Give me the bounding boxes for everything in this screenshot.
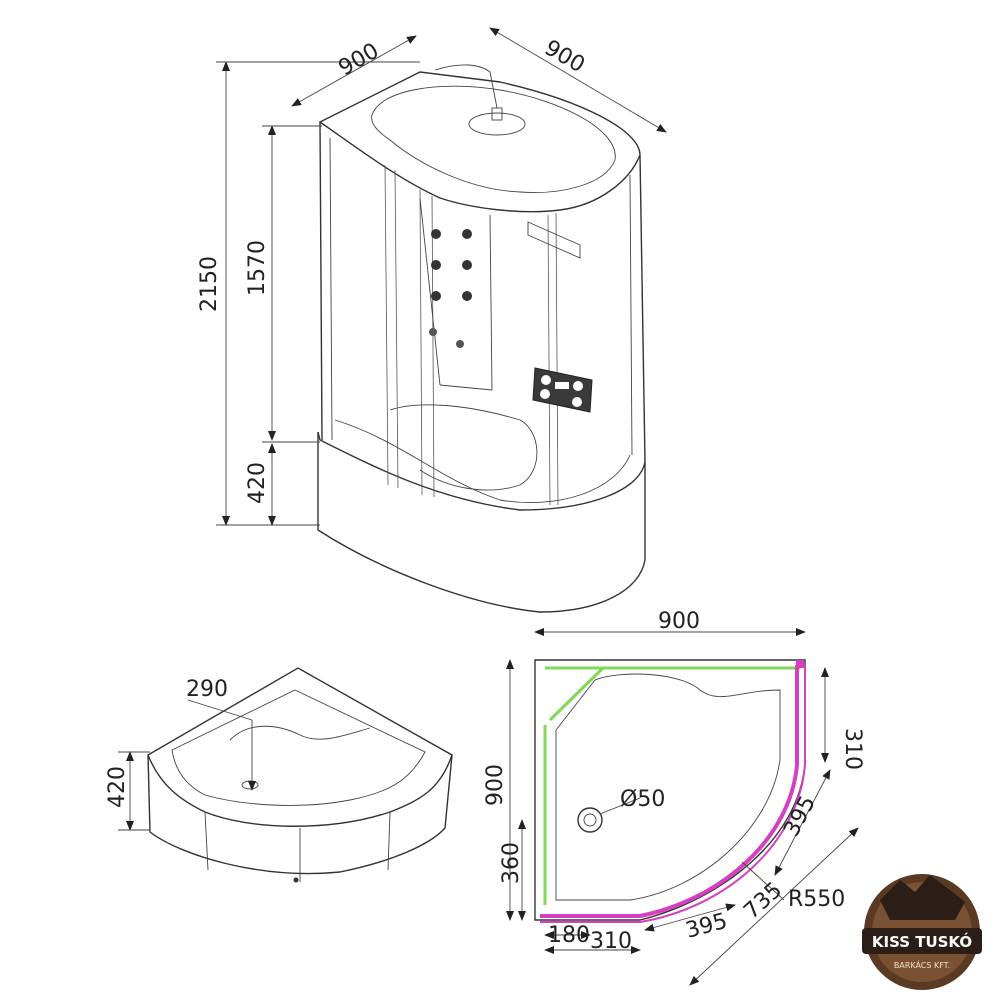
tray-foot (293, 877, 299, 883)
dim-line-width-right (489, 27, 667, 133)
logo: KISS TUSKÓ BARKÁCS KFT. (862, 874, 982, 990)
back-wall-panel (419, 197, 493, 391)
logo-banner (862, 928, 982, 954)
cabin-frame-right-inner (629, 174, 633, 456)
control-panel (532, 367, 593, 413)
label-height-tray: 420 (245, 462, 270, 504)
cabin-bottom-rail (334, 419, 631, 503)
logo-name: KISS TUSKÓ (872, 932, 972, 951)
cabin-seat (389, 404, 538, 491)
cabin-view: 900 900 2150 1570 420 (197, 27, 667, 613)
corner-marker (796, 660, 804, 668)
logo-tools-icon (880, 875, 965, 920)
glass-door-right (547, 212, 559, 506)
label-bottom-right: 310 (590, 929, 632, 954)
glass-panel-center (419, 189, 435, 498)
label-side-right: 310 (840, 728, 865, 770)
label-drain-bottom: 360 (499, 842, 524, 884)
tray-drain (241, 780, 259, 790)
label-tray-depth: 290 (186, 677, 228, 702)
cabin-frame-left-inner (329, 137, 333, 441)
plan-drain-inner (583, 813, 597, 827)
label-radius: R550 (788, 887, 845, 912)
shower-head-joint (491, 107, 503, 121)
magenta-outline (540, 665, 799, 918)
shower-head (468, 112, 526, 136)
cabin-roof (318, 71, 641, 213)
label-drain: Ø50 (620, 787, 665, 812)
leader-tray-depth (187, 699, 253, 721)
label-width-left: 900 (335, 39, 384, 82)
tray-panel-lines (204, 811, 391, 882)
tray-body (147, 754, 453, 875)
label-arc-chord: 735 (739, 878, 787, 925)
label-plan-width: 900 (658, 609, 700, 634)
glass-panel-left (384, 164, 399, 489)
label-drain-left: 180 (548, 923, 590, 948)
plan-view: 900 900 310 Ø50 360 180 310 395 395 735 … (483, 609, 865, 986)
cabin-tray-body (317, 432, 646, 613)
cabin-frame-right (639, 154, 646, 463)
cabin-tray-rim (317, 431, 646, 511)
plan-inner-basin (555, 673, 781, 901)
cabin-roof-dome (371, 85, 616, 193)
tray-view: 290 420 (105, 667, 453, 883)
label-plan-height: 900 (483, 764, 508, 806)
dim-line-arc-chord (689, 827, 859, 986)
shelf (527, 221, 581, 259)
label-tray-height: 420 (105, 766, 130, 808)
leader-radius (741, 861, 785, 901)
leader-drain (599, 797, 641, 815)
green-outline (543, 666, 800, 905)
massage-jets (429, 229, 472, 348)
plan-outline (534, 659, 806, 921)
cabin-frame-left (319, 121, 323, 441)
label-arc-1: 395 (683, 909, 730, 944)
logo-sub: BARKÁCS KFT. (894, 959, 950, 970)
tray-seat-curve (229, 725, 371, 741)
tray-outer-top (147, 667, 453, 827)
tray-inner-rim (171, 689, 426, 806)
dim-line-width-left (291, 35, 417, 107)
plan-drain (577, 807, 603, 833)
label-height-total: 2150 (197, 256, 222, 312)
label-height-cabin: 1570 (245, 240, 270, 296)
